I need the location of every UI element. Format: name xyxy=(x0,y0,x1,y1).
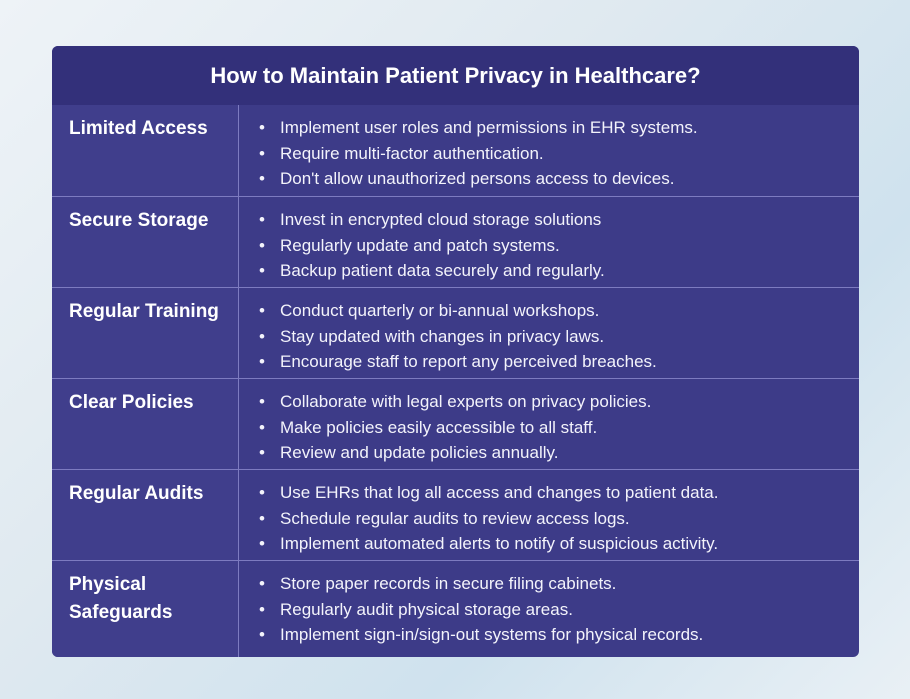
row-items: Invest in encrypted cloud storage soluti… xyxy=(239,197,605,287)
row-items: Use EHRs that log all access and changes… xyxy=(239,470,718,560)
row-items: Conduct quarterly or bi-annual workshops… xyxy=(239,288,657,378)
table-row: Limited Access Implement user roles and p… xyxy=(52,105,859,196)
table-title: How to Maintain Patient Privacy in Healt… xyxy=(52,46,859,105)
row-label: Physical Safeguards xyxy=(52,561,239,657)
table-row: Regular Training Conduct quarterly or bi-… xyxy=(52,287,859,378)
list-item: Implement user roles and permissions in … xyxy=(259,115,698,141)
table-row: Clear Policies Collaborate with legal exp… xyxy=(52,378,859,469)
row-label: Clear Policies xyxy=(52,379,239,469)
list-item: Conduct quarterly or bi-annual workshops… xyxy=(259,298,657,324)
row-items: Collaborate with legal experts on privac… xyxy=(239,379,651,469)
list-item: Invest in encrypted cloud storage soluti… xyxy=(259,207,605,233)
list-item: Make policies easily accessible to all s… xyxy=(259,415,651,441)
list-item: Stay updated with changes in privacy law… xyxy=(259,324,657,350)
row-label: Regular Training xyxy=(52,288,239,378)
list-item: Encourage staff to report any perceived … xyxy=(259,349,657,375)
list-item: Implement sign-in/sign-out systems for p… xyxy=(259,622,703,648)
table-row: Secure Storage Invest in encrypted cloud … xyxy=(52,196,859,287)
list-item: Store paper records in secure filing cab… xyxy=(259,571,703,597)
row-items: Implement user roles and permissions in … xyxy=(239,105,698,196)
list-item: Use EHRs that log all access and changes… xyxy=(259,480,718,506)
table-body: Limited Access Implement user roles and p… xyxy=(52,105,859,657)
list-item: Regularly audit physical storage areas. xyxy=(259,597,703,623)
list-item: Backup patient data securely and regular… xyxy=(259,258,605,284)
list-item: Don't allow unauthorized persons access … xyxy=(259,166,698,192)
list-item: Regularly update and patch systems. xyxy=(259,233,605,259)
list-item: Review and update policies annually. xyxy=(259,440,651,466)
row-items: Store paper records in secure filing cab… xyxy=(239,561,703,657)
privacy-table: How to Maintain Patient Privacy in Healt… xyxy=(52,46,859,657)
row-label: Regular Audits xyxy=(52,470,239,560)
row-label: Limited Access xyxy=(52,105,239,196)
list-item: Implement automated alerts to notify of … xyxy=(259,531,718,557)
table-row: Regular Audits Use EHRs that log all acce… xyxy=(52,469,859,560)
list-item: Collaborate with legal experts on privac… xyxy=(259,389,651,415)
table-row: Physical Safeguards Store paper records i… xyxy=(52,560,859,657)
row-label: Secure Storage xyxy=(52,197,239,287)
list-item: Require multi-factor authentication. xyxy=(259,141,698,167)
list-item: Schedule regular audits to review access… xyxy=(259,506,718,532)
